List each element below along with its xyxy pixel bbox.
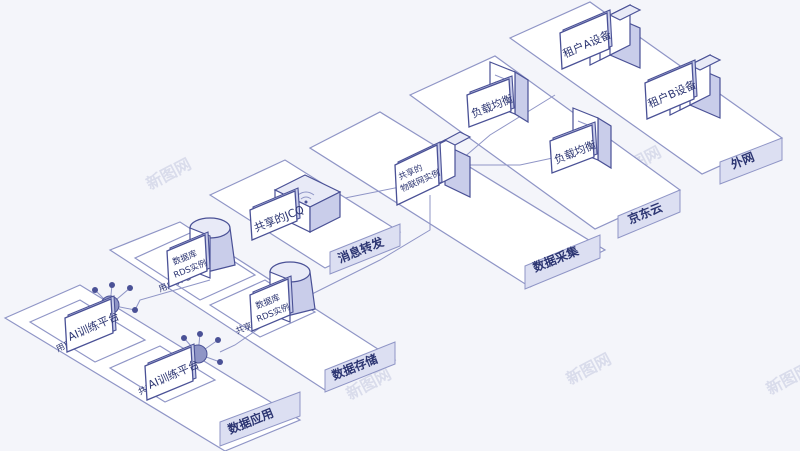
- ai-platform-user: AI训练平台: [64, 282, 138, 353]
- ai-platform-shared: AI训练平台: [144, 331, 223, 401]
- load-balancer-1: 负载均衡: [466, 61, 529, 128]
- watermark: 新图网: [563, 349, 614, 388]
- watermark: 新图网: [143, 154, 194, 193]
- watermark: 新图网: [763, 359, 800, 398]
- rds-user-instance: 数据库 RDS实例: [166, 217, 236, 288]
- rds-shared-instance: 数据库 RDS实例: [249, 261, 316, 332]
- shared-iot-instance: 共享的 物联网实例: [394, 131, 472, 207]
- tenant-a-device-stack: 租户A设备: [559, 4, 642, 70]
- shared-jcq-router: 共享的JCQ: [249, 174, 342, 241]
- zone-data-collection: 数据采集: [308, 111, 607, 290]
- tenant-b-device-stack: 租户B设备: [644, 54, 722, 120]
